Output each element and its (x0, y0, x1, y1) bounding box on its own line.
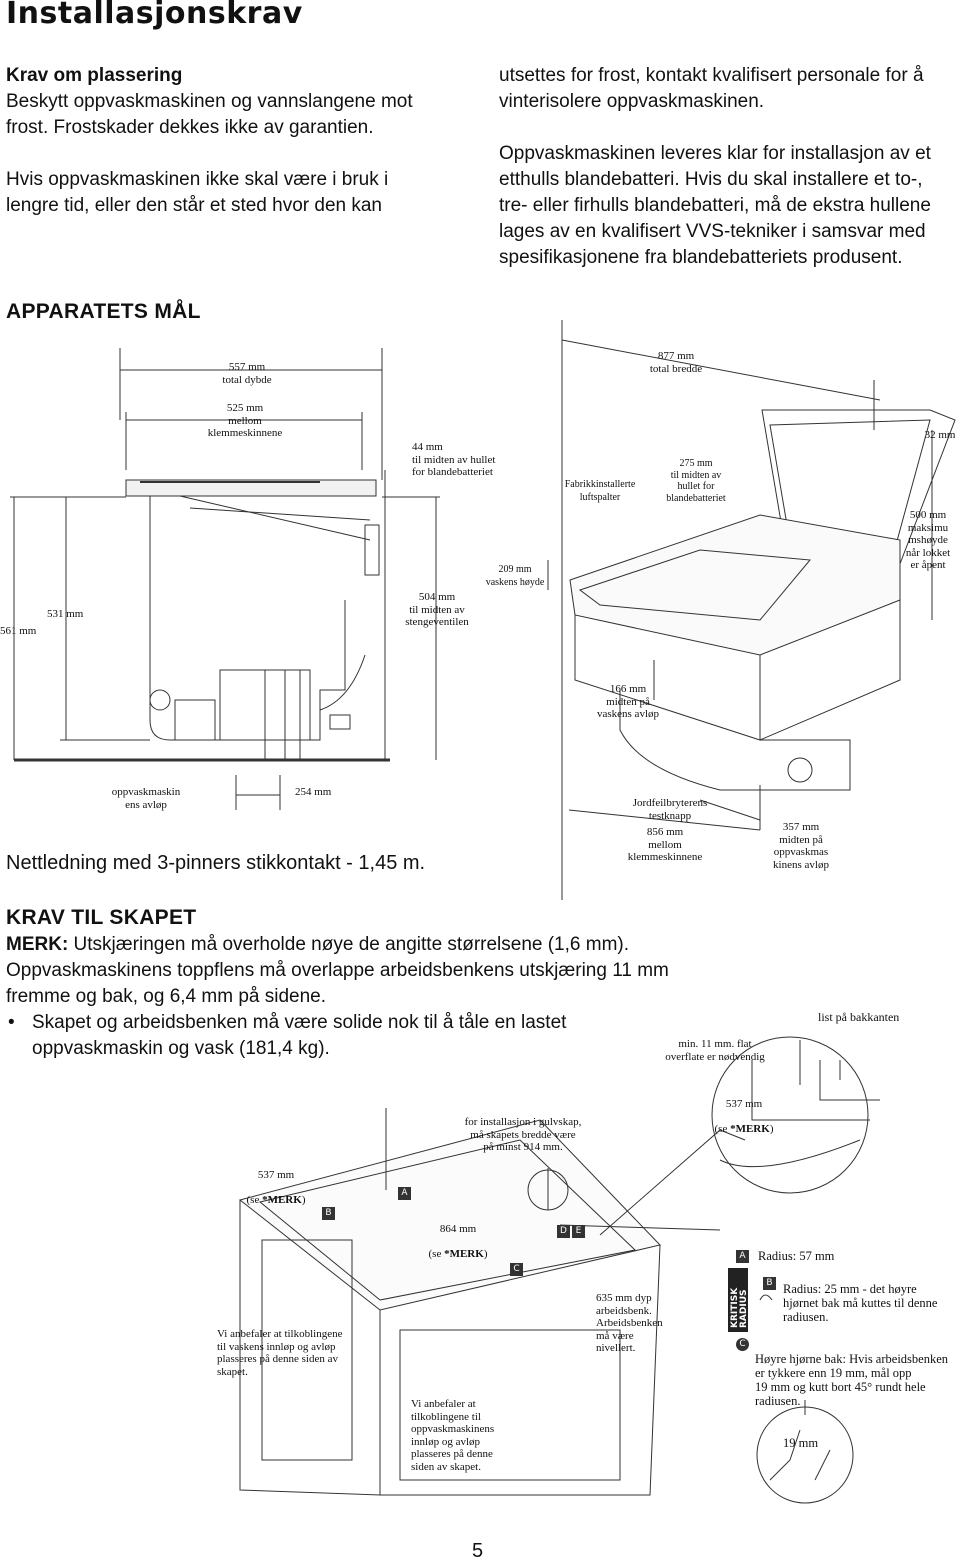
cabinet-drawing (238, 1036, 880, 1504)
label-sink-drain: 166 mm midten på vaskens avløp (596, 683, 659, 720)
label-537-right-ref-merk: *MERK (730, 1122, 770, 1135)
label-faucet-hole: 275 mm til midten av hullet for blandeba… (666, 458, 726, 504)
page-number: 5 (472, 1540, 484, 1562)
placement-para-1: Beskytt oppvaskmaskinen og vannslangene … (6, 91, 413, 138)
label-537-left-ref: (se *MERK) (246, 1193, 306, 1206)
merk-label: MERK: (6, 934, 69, 955)
label-right-back-corner: Høyre hjørne bak: Hvis arbeidsbenken er … (755, 1352, 948, 1408)
label-864-value: 864 mm (439, 1222, 477, 1235)
label-flat-surface: min. 11 mm. flat overflate er nødvendig (665, 1038, 765, 1063)
label-537-right-ref: (se *MERK) (714, 1122, 774, 1135)
label-864: 864 mm (se *MERK) (420, 1210, 496, 1273)
label-floor-cabinet: for installasjon i gulvskap, må skapets … (464, 1116, 582, 1153)
placement-heading: Krav om plassering (6, 65, 183, 86)
badge-radius-a: A (736, 1250, 749, 1263)
badge-c: C (510, 1263, 523, 1276)
label-537-right: 537 mm (se *MERK) (706, 1085, 782, 1148)
cabinet-heading: KRAV TIL SKAPET (6, 906, 197, 929)
badge-b: B (322, 1207, 335, 1220)
label-864-ref-merk: *MERK (444, 1247, 484, 1260)
label-537-left-ref-merk: *MERK (262, 1193, 302, 1206)
label-back-lip: list på bakkanten (818, 1010, 900, 1024)
label-sink-height: 209 mm vaskens høyde (485, 564, 545, 588)
label-radius-57: Radius: 57 mm (758, 1249, 835, 1263)
placement-section: Krav om plassering Beskytt oppvaskmaskin… (6, 63, 446, 219)
badge-d: D (557, 1225, 570, 1238)
bullet-dot: • (8, 1012, 15, 1033)
label-dw-drain-357: 357 mm midten på oppvaskmas kinens avløp (773, 821, 829, 871)
label-gfci: Jordfeilbryterens testknapp (632, 797, 708, 822)
radius-word-label: RADIUS (739, 1289, 749, 1328)
label-depth-clamps: 525 mm mellom klemmeskinnene (207, 402, 283, 439)
label-rec-bottom: Vi anbefaler at tilkoblingene til oppvas… (411, 1398, 495, 1473)
perspective-view-drawing (547, 320, 956, 900)
label-19mm: 19 mm (783, 1436, 819, 1450)
side-view-drawing (10, 348, 440, 810)
label-clamps-856: 856 mm mellom klemmeskinnene (627, 826, 703, 863)
label-rec-left: Vi anbefaler at tilkoblingene til vasken… (217, 1328, 343, 1378)
badge-radius-c: C (736, 1338, 749, 1351)
badge-a: A (398, 1187, 411, 1200)
critical-radius-badge: KRITISK RADIUS (728, 1268, 749, 1332)
placement-para-2: Hvis oppvaskmaskinen ikke skal være i br… (6, 169, 389, 216)
label-537-right-value: 537 mm (725, 1097, 763, 1110)
label-air-gap: Fabrikkinstallerte luftspalter (564, 479, 636, 503)
label-dw-drain: oppvaskmaskin ens avløp (111, 786, 181, 811)
dimensions-heading: APPARATETS MÅL (6, 300, 201, 323)
label-valve-center: 504 mm til midten av stengeventilen (405, 591, 469, 628)
label-drain-254: 254 mm (295, 786, 332, 798)
placement-right-column: utsettes for frost, kontakt kvalifisert … (499, 63, 954, 271)
label-width-total: 877 mm total bredde (649, 350, 703, 375)
badge-radius-b: B (763, 1277, 776, 1290)
badge-e: E (572, 1225, 585, 1238)
label-864-ref: (se *MERK) (428, 1247, 488, 1260)
placement-para-3: Oppvaskmaskinen leveres klar for install… (499, 143, 931, 268)
label-depth-total: 557 mm total dybde (222, 361, 272, 386)
bullet-text: Skapet og arbeidsbenken må være solide n… (32, 1012, 567, 1059)
label-faucet-center: 44 mm til midten av hullet for blandebat… (412, 441, 496, 478)
label-537-left-value: 537 mm (257, 1168, 295, 1181)
label-radius-25: Radius: 25 mm - det høyre hjørnet bak må… (783, 1282, 938, 1324)
placement-para-2-cont: utsettes for frost, kontakt kvalifisert … (499, 65, 924, 112)
label-537-right-ref-open: (se (714, 1122, 731, 1135)
label-537-left: 537 mm (se *MERK) (238, 1156, 314, 1219)
cabinet-bullet: • Skapet og arbeidsbenken må være solide… (6, 1010, 606, 1062)
merk-text: Utskjæringen må overholde nøye de angitt… (68, 934, 630, 955)
label-height-531: 531 mm (47, 608, 84, 620)
power-cord-note: Nettledning med 3-pinners stikkontakt - … (6, 852, 426, 874)
label-height-561: 561 mm (0, 625, 37, 637)
label-max-height: 500 mm maksimu mshøyde når lokket er åpe… (905, 509, 951, 571)
page-title: Installasjonskrav (6, 0, 303, 31)
cabinet-overlap-para: Oppvaskmaskinens toppflens må overlappe … (6, 960, 669, 1007)
label-lid-32: 32 mm (924, 429, 956, 441)
cabinet-merk: MERK: Utskjæringen må overholde nøye de … (6, 932, 706, 958)
label-depth-635: 635 mm dyp arbeidsbenk. Arbeidsbenken må… (596, 1292, 663, 1354)
